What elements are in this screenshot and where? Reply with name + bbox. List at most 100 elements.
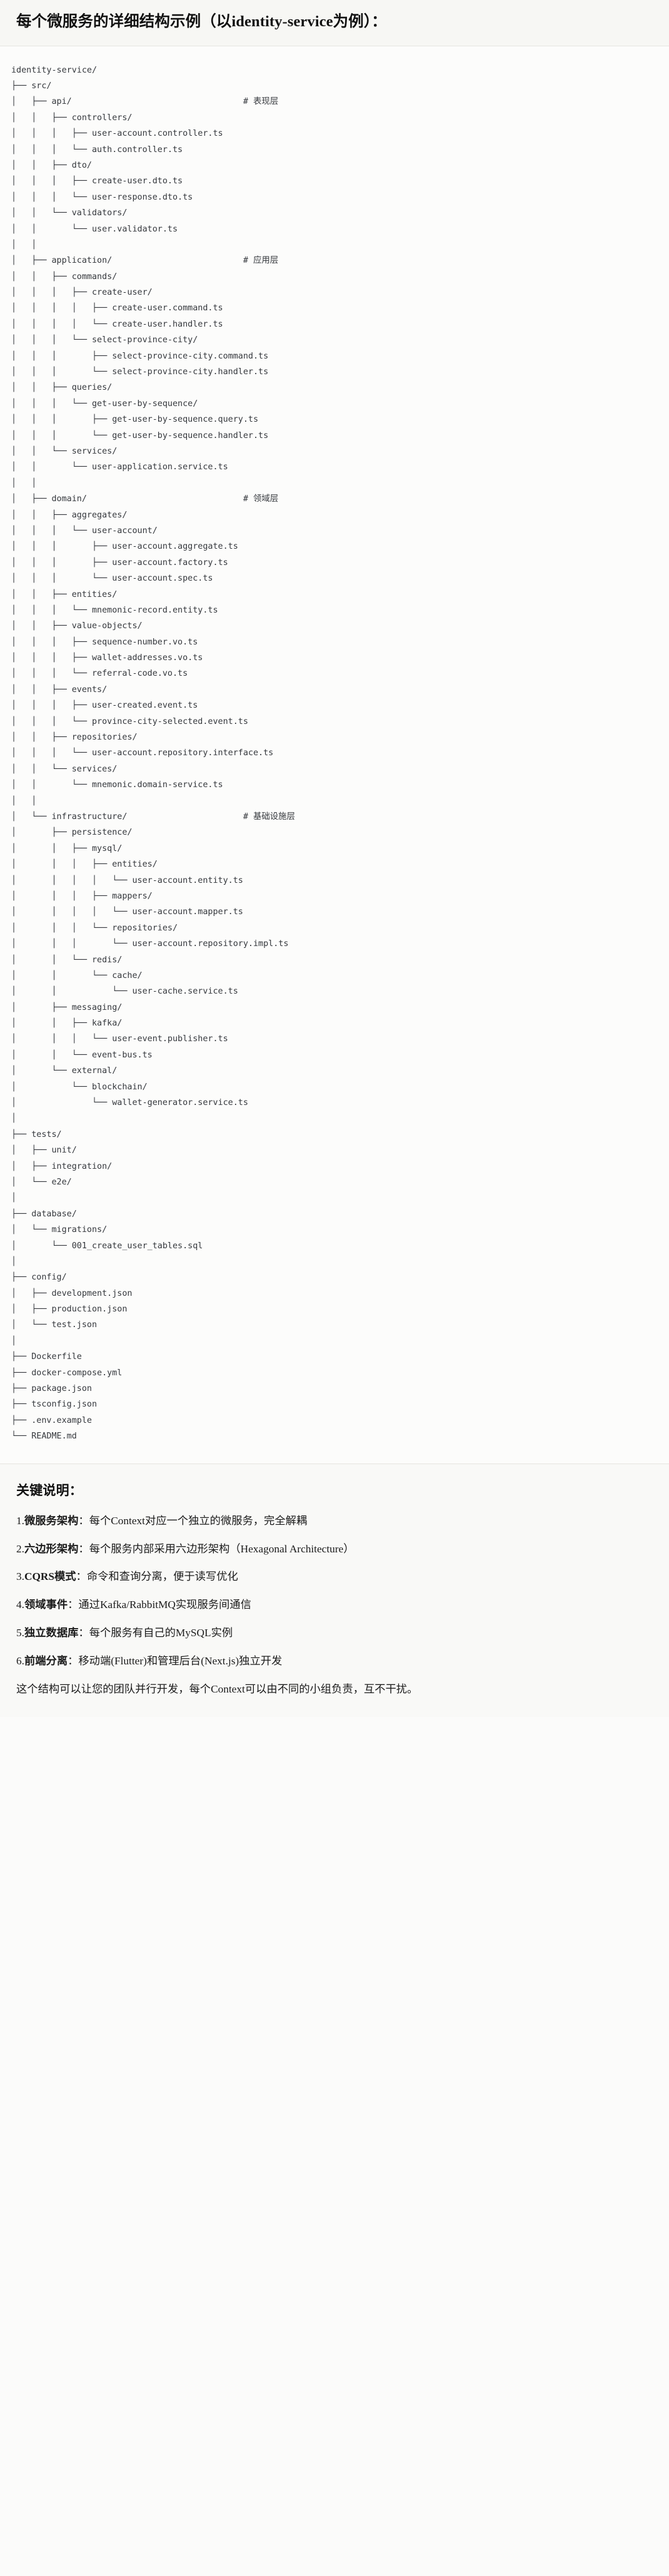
- tree-row: ├── Dockerfile: [11, 1349, 669, 1365]
- tree-row: │ │ │ ├── get-user-by-sequence.query.ts: [11, 412, 669, 427]
- tree-row: │ │ │ └── repositories/: [11, 920, 669, 936]
- tree-node-label: │ │ │ └── get-user-by-sequence.handler.t…: [11, 430, 269, 440]
- tree-row: │ │ │ └── user-account.repository.impl.t…: [11, 936, 669, 952]
- tree-row: │ │ ├── mysql/: [11, 841, 669, 857]
- tree-node-label: │ │ └── services/: [11, 447, 118, 456]
- tree-row: │: [11, 1333, 669, 1349]
- tree-node-label: │ │ │ └── get-user-by-sequence/: [11, 399, 198, 409]
- tree-row: ├── docker-compose.yml: [11, 1365, 669, 1381]
- tree-node-label: │ └── infrastructure/: [11, 812, 128, 822]
- tree-row: │ │ │ │ ├── create-user.command.ts: [11, 300, 669, 316]
- tree-row: │ │ ├── commands/: [11, 269, 669, 285]
- key-note-number: 2.: [16, 1542, 24, 1555]
- tree-node-label: │ └── 001_create_user_tables.sql: [11, 1241, 203, 1251]
- tree-row: identity-service/: [11, 63, 669, 78]
- header-band: 每个微服务的详细结构示例（以identity-service为例）：: [0, 0, 669, 46]
- key-note-item: 2.六边形架构：每个服务内部采用六边形架构（Hexagonal Architec…: [16, 1541, 653, 1557]
- key-note-lead: CQRS模式: [24, 1571, 76, 1583]
- tree-row: │ ├── production.json: [11, 1301, 669, 1317]
- tree-row: │ │ │ │ └── create-user.handler.ts: [11, 317, 669, 332]
- tree-node-label: │ │ ├── mysql/: [11, 843, 123, 853]
- tree-row: │ │ │ └── user-account/: [11, 523, 669, 539]
- tree-node-label: │ └── e2e/: [11, 1177, 72, 1187]
- tree-row: │ │ └── services/: [11, 444, 669, 459]
- tree-row: │ │ └── redis/: [11, 952, 669, 968]
- tree-row: │ ├── integration/: [11, 1159, 669, 1174]
- tree-row: │ │ │ └── province-city-selected.event.t…: [11, 714, 669, 730]
- tree-node-label: │ │ ├── aggregates/: [11, 510, 128, 520]
- tree-node-label: │ │ ├── controllers/: [11, 113, 133, 123]
- tree-node-label: │ │ ├── entities/: [11, 589, 118, 599]
- tree-row: │ │ └── user.validator.ts: [11, 221, 669, 237]
- tree-node-label: │ │ │ │ └── user-account.entity.ts: [11, 875, 243, 885]
- tree-row: │ │ └── user-cache.service.ts: [11, 984, 669, 999]
- key-notes-title: 关键说明：: [16, 1482, 83, 1498]
- tree-node-label: │ ├── unit/: [11, 1146, 77, 1156]
- tree-node-label: │ │ │ ├── create-user.dto.ts: [11, 176, 183, 186]
- tree-node-label: │ ├── development.json: [11, 1288, 133, 1298]
- tree-node-label: │ ├── application/: [11, 256, 113, 266]
- tree-node-label: └── README.md: [11, 1432, 77, 1442]
- tree-node-label: │ │ │ └── select-province-city.handler.t…: [11, 367, 269, 377]
- tree-node-label: │ │ │ └── repositories/: [11, 923, 178, 933]
- tree-node-label: │ │ └── services/: [11, 764, 118, 774]
- tree-node-label: ├── database/: [11, 1209, 77, 1219]
- key-note-item: 1.微服务架构：每个Context对应一个独立的微服务，完全解耦: [16, 1513, 653, 1529]
- tree-node-label: │ │ ├── value-objects/: [11, 621, 143, 631]
- tree-node-comment: # 表现层: [243, 97, 279, 107]
- tree-row: │ │ │ └── select-province-city.handler.t…: [11, 364, 669, 380]
- tree-row: │ │ └── mnemonic.domain-service.ts: [11, 777, 669, 793]
- tree-node-label: │ ├── integration/: [11, 1161, 113, 1171]
- tree-node-label: │ ├── domain/: [11, 494, 87, 504]
- tree-row: ├── tsconfig.json: [11, 1397, 669, 1412]
- tree-node-label: │ │ ├── kafka/: [11, 1019, 123, 1029]
- tree-node-label: │ │ │ └── user-response.dto.ts: [11, 192, 193, 202]
- tree-node-label: │ │ └── validators/: [11, 208, 128, 218]
- key-note-body: ：命令和查询分离，便于读写优化: [76, 1571, 238, 1583]
- tree-row: │: [11, 1111, 669, 1126]
- tree-node-label: │ │: [11, 796, 37, 806]
- tree-row: │ │ │ └── select-province-city/: [11, 332, 669, 348]
- tree-node-label: ├── tsconfig.json: [11, 1400, 98, 1410]
- tree-node-label: │ │: [11, 478, 37, 488]
- tree-node-label: │ └── migrations/: [11, 1225, 108, 1235]
- key-note-lead: 六边形架构: [24, 1542, 79, 1555]
- tree-node-label: │ │ │ └── user-account.repository.impl.t…: [11, 939, 289, 949]
- tree-node-label: │ │ │ ├── user-account.aggregate.ts: [11, 542, 238, 552]
- tree-node-label: │ │: [11, 240, 37, 250]
- tree-node-label: │ │ ├── commands/: [11, 272, 118, 282]
- tree-row: │ │ │ └── user-account.spec.ts: [11, 571, 669, 586]
- tree-row: │ └── 001_create_user_tables.sql: [11, 1238, 669, 1254]
- tree-node-label: │ │ │ └── select-province-city/: [11, 335, 198, 345]
- tree-node-label: │ └── blockchain/: [11, 1082, 148, 1092]
- tree-row: │ │ │ └── user-event.publisher.ts: [11, 1031, 669, 1047]
- tree-row: │ │ │ └── referral-code.vo.ts: [11, 666, 669, 681]
- tree-row: ├── database/: [11, 1206, 669, 1222]
- tree-row: │ ├── persistence/: [11, 825, 669, 840]
- tree-node-label: │ │ │ └── referral-code.vo.ts: [11, 669, 188, 679]
- tree-node-comment: # 应用层: [243, 256, 279, 266]
- key-note-number: 1.: [16, 1514, 24, 1527]
- tree-row: │ │ ├── repositories/: [11, 730, 669, 745]
- tree-row: │ │ │ └── get-user-by-sequence/: [11, 396, 669, 412]
- tree-row: │ │ ├── events/: [11, 682, 669, 698]
- tree-node-label: ├── .env.example: [11, 1415, 92, 1425]
- tree-row: │ │ │ ├── create-user/: [11, 285, 669, 300]
- tree-row: │ │ ├── entities/: [11, 587, 669, 603]
- key-note-number: 6.: [16, 1655, 24, 1667]
- tree-node-label: │ │ │ ├── sequence-number.vo.ts: [11, 637, 198, 647]
- tree-node-label: │ │ └── cache/: [11, 970, 143, 980]
- tree-row: │ └── test.json: [11, 1317, 669, 1333]
- tree-row: │ │ ├── dto/: [11, 158, 669, 173]
- tree-row: │ │ ├── kafka/: [11, 1016, 669, 1031]
- tree-node-label: │ │ └── user.validator.ts: [11, 224, 178, 234]
- tree-row: ├── tests/: [11, 1127, 669, 1143]
- tree-node-label: │ │ │ ├── mappers/: [11, 891, 153, 901]
- tree-node-label: │ │ │ └── auth.controller.ts: [11, 145, 183, 155]
- tree-row: │ ├── unit/: [11, 1143, 669, 1158]
- tree-node-label: ├── config/: [11, 1273, 67, 1283]
- tree-row: │: [11, 1190, 669, 1206]
- key-note-body: ：通过Kafka/RabbitMQ实现服务间通信: [68, 1599, 251, 1611]
- tree-row: │ ├── messaging/: [11, 1000, 669, 1016]
